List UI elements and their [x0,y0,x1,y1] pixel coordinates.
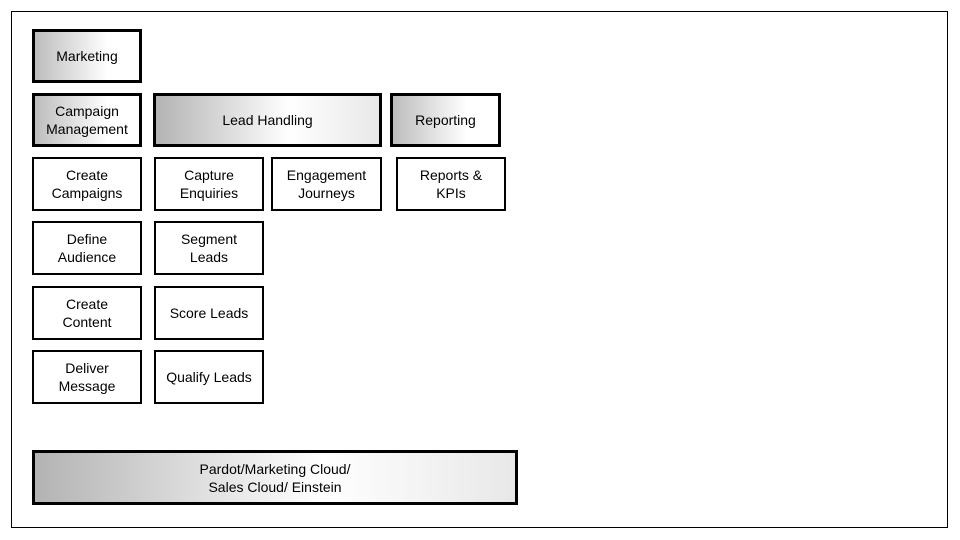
diagram-frame [11,11,948,528]
lead-handling-box: Lead Handling [153,93,382,147]
deliver-message-box: Deliver Message [32,350,142,404]
create-content-box: Create Content [32,286,142,340]
segment-leads-box: Segment Leads [154,221,264,275]
platform-box: Pardot/Marketing Cloud/ Sales Cloud/ Ein… [32,450,518,505]
define-audience-box: Define Audience [32,221,142,275]
reports-kpis-box: Reports & KPIs [396,157,506,211]
qualify-leads-box: Qualify Leads [154,350,264,404]
campaign-management-box: Campaign Management [32,93,142,147]
engagement-journeys-box: Engagement Journeys [271,157,382,211]
score-leads-box: Score Leads [154,286,264,340]
reporting-box: Reporting [390,93,501,147]
create-campaigns-box: Create Campaigns [32,157,142,211]
marketing-header-box: Marketing [32,29,142,83]
capture-enquiries-box: Capture Enquiries [154,157,264,211]
